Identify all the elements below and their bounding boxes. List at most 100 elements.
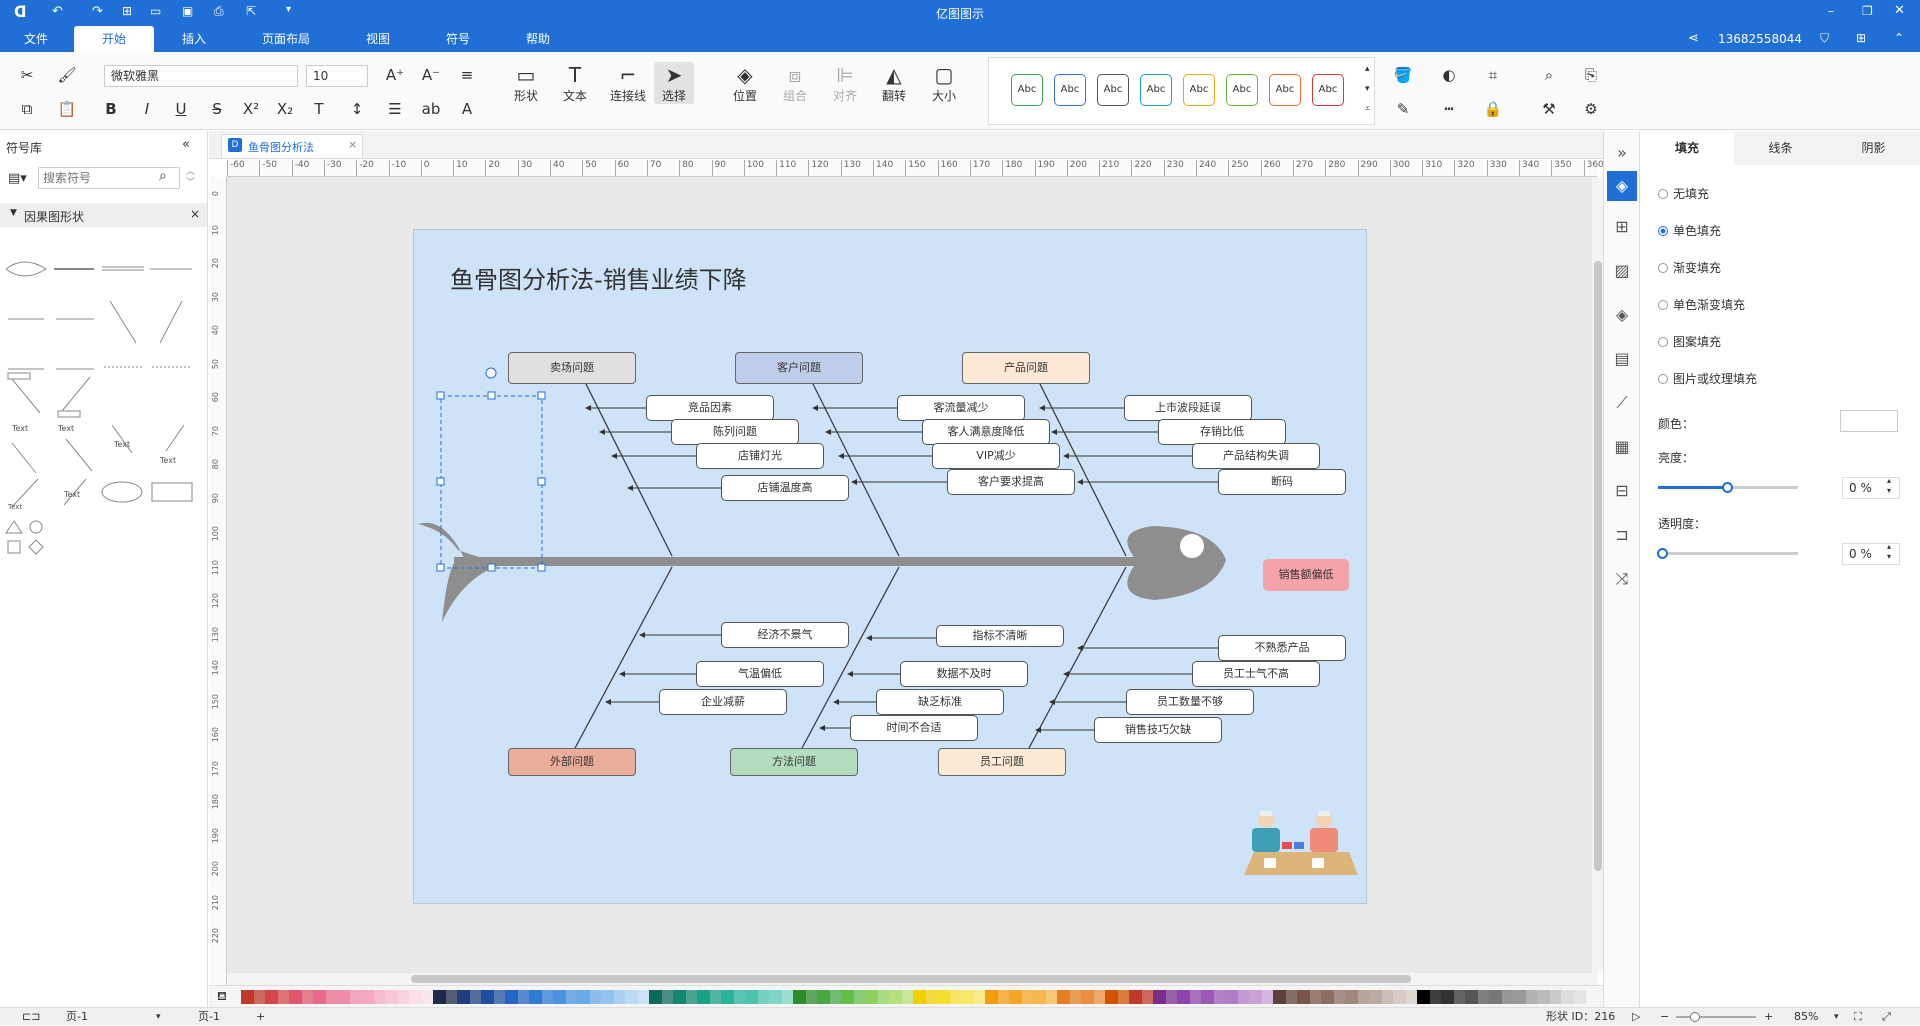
gallery-down-icon[interactable]: ▾ [1365, 84, 1370, 94]
fish-tail[interactable] [418, 522, 504, 622]
diagonal-shape-5[interactable] [111, 424, 133, 454]
palette-color-swatch[interactable] [337, 990, 350, 1004]
diagonal-shape-7[interactable] [11, 442, 37, 474]
fill-option-none[interactable]: 无填充 [1658, 185, 1709, 202]
palette-color-swatch[interactable] [1261, 990, 1274, 1004]
palette-color-swatch[interactable] [829, 990, 842, 1004]
palette-color-swatch[interactable] [397, 990, 410, 1004]
brightness-slider[interactable] [1658, 482, 1798, 493]
palette-color-swatch[interactable] [1525, 990, 1538, 1004]
cause-product-4[interactable]: 断码 [1218, 469, 1346, 495]
palette-color-swatch[interactable] [553, 990, 566, 1004]
menu-insert[interactable]: 插入 [181, 32, 206, 46]
menu-symbol[interactable]: 符号 [445, 32, 470, 46]
zoom-level[interactable]: 85% [1794, 1010, 1819, 1023]
palette-color-swatch[interactable] [1045, 990, 1058, 1004]
palette-color-swatch[interactable] [769, 990, 782, 1004]
cause-customer-1[interactable]: 客流量减少 [897, 395, 1025, 421]
fill-option-solid[interactable]: 单色填充 [1658, 222, 1721, 239]
bone-external[interactable] [573, 566, 673, 751]
palette-color-swatch[interactable] [1369, 990, 1382, 1004]
expand-right-icon[interactable]: » [1617, 143, 1627, 162]
transparency-slider-knob[interactable] [1657, 548, 1668, 559]
palette-color-swatch[interactable] [505, 990, 518, 1004]
layers-panel-icon[interactable]: ◈ [1615, 305, 1629, 324]
chart-panel-icon[interactable]: ⟋ [1616, 393, 1628, 412]
diagonal-shape-3[interactable] [11, 378, 41, 414]
fish-head-label[interactable]: 销售额偏低 [1263, 559, 1349, 591]
category-customer[interactable]: 客户问题 [735, 352, 863, 384]
font-size-select[interactable]: 10 [306, 65, 368, 87]
shadow-icon[interactable]: ◐ [1442, 66, 1456, 84]
spinner-icon[interactable]: ▴▾ [1887, 476, 1892, 495]
box-shape-2[interactable] [57, 410, 81, 418]
diagram-title[interactable]: 鱼骨图分析法-销售业绩下降 [450, 266, 747, 294]
palette-color-swatch[interactable] [1465, 990, 1478, 1004]
palette-color-swatch[interactable] [1501, 990, 1514, 1004]
palette-color-swatch[interactable] [901, 990, 914, 1004]
palette-color-swatch[interactable] [589, 990, 602, 1004]
palette-color-swatch[interactable] [349, 990, 362, 1004]
palette-color-swatch[interactable] [1381, 990, 1394, 1004]
palette-color-swatch[interactable] [577, 990, 590, 1004]
horizontal-scrollbar[interactable] [227, 973, 1597, 985]
menu-view[interactable]: 视图 [365, 32, 390, 46]
palette-color-swatch[interactable] [853, 990, 866, 1004]
palette-color-swatch[interactable] [241, 990, 254, 1004]
palette-color-swatch[interactable] [1309, 990, 1322, 1004]
palette-color-swatch[interactable] [409, 990, 422, 1004]
palette-color-swatch[interactable] [805, 990, 818, 1004]
close-icon[interactable]: ✕ [1894, 3, 1905, 18]
fish-backbone[interactable] [454, 557, 1144, 566]
text-shape-6[interactable]: Text [63, 490, 80, 499]
copy-icon[interactable]: ⧉ [21, 100, 33, 118]
text-case-icon[interactable]: ab [421, 100, 441, 118]
menu-help[interactable]: 帮助 [525, 32, 550, 46]
diagram-page[interactable]: 鱼骨图分析法-销售业绩下降 卖场问题 客户问题 产品问题 外部问题 方法问题 员… [413, 229, 1367, 904]
palette-color-swatch[interactable] [1129, 990, 1142, 1004]
palette-color-swatch[interactable] [1081, 990, 1094, 1004]
increase-font-icon[interactable]: A⁺ [385, 66, 405, 84]
horizontal-scroll-thumb[interactable] [411, 975, 1411, 983]
export-icon[interactable]: ⇱ [246, 4, 257, 18]
palette-color-swatch[interactable] [1069, 990, 1082, 1004]
color-picker[interactable] [1840, 410, 1898, 432]
cause-customer-3[interactable]: VIP减少 [932, 443, 1060, 469]
fill-option-pattern[interactable]: 图案填充 [1658, 333, 1721, 350]
palette-color-swatch[interactable] [745, 990, 758, 1004]
palette-color-swatch[interactable] [637, 990, 650, 1004]
palette-color-swatch[interactable] [709, 990, 722, 1004]
more-tools-icon[interactable]: ⚙ [1584, 100, 1598, 118]
minimize-icon[interactable]: – [1828, 4, 1834, 18]
bone-store[interactable] [573, 359, 673, 557]
brightness-input[interactable]: 0 % ▴▾ [1842, 476, 1900, 499]
table-panel-icon[interactable]: ▦ [1614, 437, 1630, 456]
category-product[interactable]: 产品问题 [962, 352, 1090, 384]
palette-color-swatch[interactable] [937, 990, 950, 1004]
palette-color-swatch[interactable] [1333, 990, 1346, 1004]
palette-color-swatch[interactable] [1093, 990, 1106, 1004]
palette-color-swatch[interactable] [433, 990, 446, 1004]
palette-color-swatch[interactable] [469, 990, 482, 1004]
cause-external-3[interactable]: 企业减薪 [659, 689, 787, 715]
font-family-select[interactable]: 微软雅黑 [104, 65, 298, 87]
category-external[interactable]: 外部问题 [508, 748, 636, 776]
fill-bucket-palette-icon[interactable]: ⛾ [217, 989, 227, 1003]
find-replace-icon[interactable]: ⎘ [1584, 66, 1597, 84]
palette-color-swatch[interactable] [517, 990, 530, 1004]
redo-icon[interactable]: ↷ [92, 4, 103, 19]
fill-option-gradient[interactable]: 渐变填充 [1658, 259, 1721, 276]
bone-customer[interactable] [800, 359, 900, 557]
palette-color-swatch[interactable] [1441, 990, 1454, 1004]
palette-color-swatch[interactable] [925, 990, 938, 1004]
palette-color-swatch[interactable] [661, 990, 674, 1004]
zoom-in-icon[interactable]: + [1764, 1010, 1774, 1023]
tab-shadow[interactable]: 阴影 [1827, 131, 1920, 165]
tab-fill[interactable]: 填充 [1640, 131, 1734, 165]
palette-color-swatch[interactable] [685, 990, 698, 1004]
palette-color-swatch[interactable] [1573, 990, 1586, 1004]
palette-color-swatch[interactable] [325, 990, 338, 1004]
cause-store-2[interactable]: 陈列问题 [671, 419, 799, 445]
superscript-icon[interactable]: X² [242, 100, 260, 118]
palette-color-swatch[interactable] [1249, 990, 1262, 1004]
